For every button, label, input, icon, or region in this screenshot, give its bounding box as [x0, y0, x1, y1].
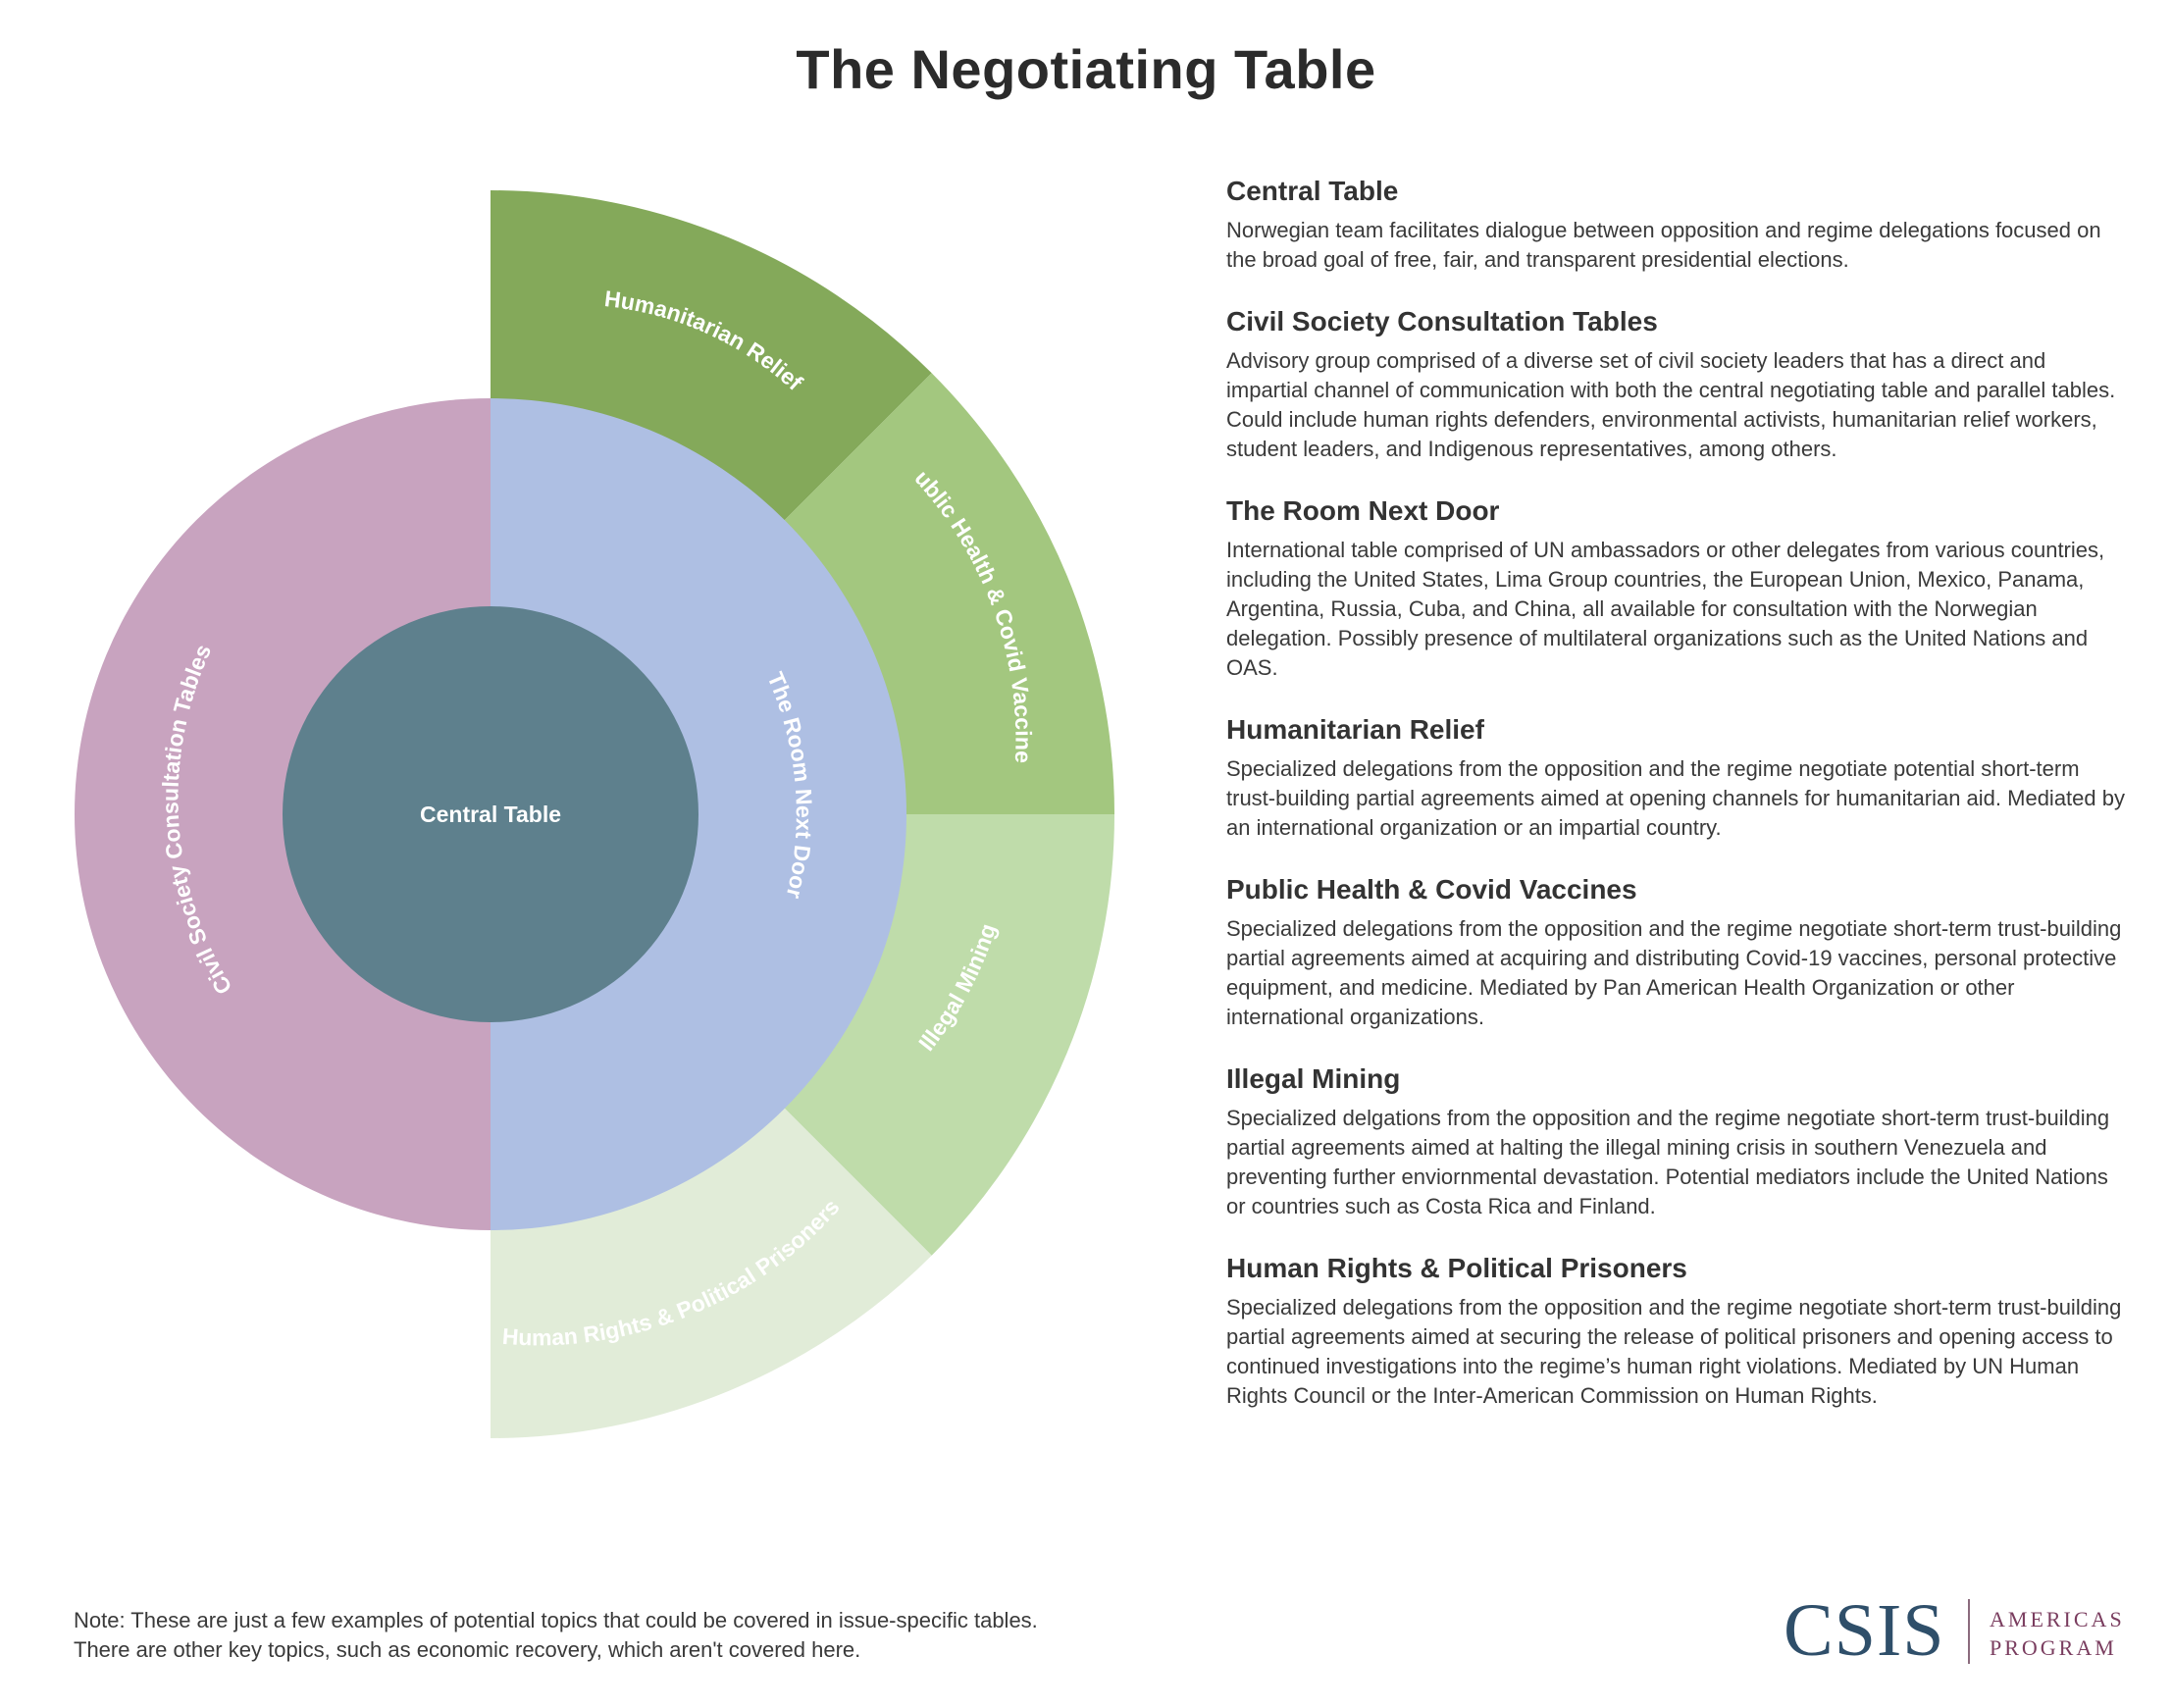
logo-wordmark: CSIS: [1784, 1589, 1945, 1672]
negotiating-table-diagram: Central Table Humanitarian Relief Public…: [0, 0, 1114, 1438]
logo-sub-line-2: PROGRAM: [1990, 1635, 2117, 1660]
logo-sub-line-1: AMERICAS: [1990, 1607, 2125, 1631]
logo-divider: [1968, 1599, 1970, 1664]
desc-central-table: Central Table Norwegian team facilitates…: [1226, 175, 2129, 275]
desc-heading: The Room Next Door: [1226, 495, 1500, 526]
desc-text: Advisory group comprised of a diverse se…: [1226, 348, 2116, 461]
desc-heading: Humanitarian Relief: [1226, 714, 1484, 745]
desc-text: Norwegian team facilitates dialogue betw…: [1226, 218, 2101, 272]
desc-public-health: Public Health & Covid Vaccines Specializ…: [1226, 873, 2129, 1032]
desc-heading: Central Table: [1226, 176, 1399, 206]
desc-civil-society: Civil Society Consultation Tables Adviso…: [1226, 305, 2129, 464]
desc-text: Specialized delgations from the oppositi…: [1226, 1106, 2110, 1218]
csis-logo: CSIS AMERICAS PROGRAM: [1784, 1591, 2137, 1670]
desc-heading: Human Rights & Political Prisoners: [1226, 1253, 1687, 1283]
desc-text: International table comprised of UN amba…: [1226, 538, 2105, 680]
logo-program-name: AMERICAS PROGRAM: [1990, 1605, 2146, 1662]
footnote: Note: These are just a few examples of p…: [74, 1606, 1153, 1665]
footnote-line-1: Note: These are just a few examples of p…: [74, 1608, 1038, 1632]
desc-heading: Public Health & Covid Vaccines: [1226, 874, 1637, 905]
desc-room-next-door: The Room Next Door International table c…: [1226, 494, 2129, 683]
central-table-circle: [283, 606, 698, 1022]
desc-human-rights: Human Rights & Political Prisoners Speci…: [1226, 1252, 2129, 1411]
desc-text: Specialized delegations from the opposit…: [1226, 756, 2125, 840]
footnote-line-2: There are other key topics, such as econ…: [74, 1637, 861, 1662]
descriptions-list: Central Table Norwegian team facilitates…: [1226, 175, 2129, 1441]
desc-text: Specialized delegations from the opposit…: [1226, 916, 2122, 1029]
desc-humanitarian-relief: Humanitarian Relief Specialized delegati…: [1226, 713, 2129, 843]
page-title: The Negotiating Table: [796, 38, 1376, 100]
desc-heading: Civil Society Consultation Tables: [1226, 306, 1658, 336]
desc-heading: Illegal Mining: [1226, 1063, 1401, 1094]
desc-text: Specialized delegations from the opposit…: [1226, 1295, 2122, 1408]
desc-illegal-mining: Illegal Mining Specialized delgations fr…: [1226, 1062, 2129, 1221]
central-table-label: Central Table: [420, 802, 561, 827]
